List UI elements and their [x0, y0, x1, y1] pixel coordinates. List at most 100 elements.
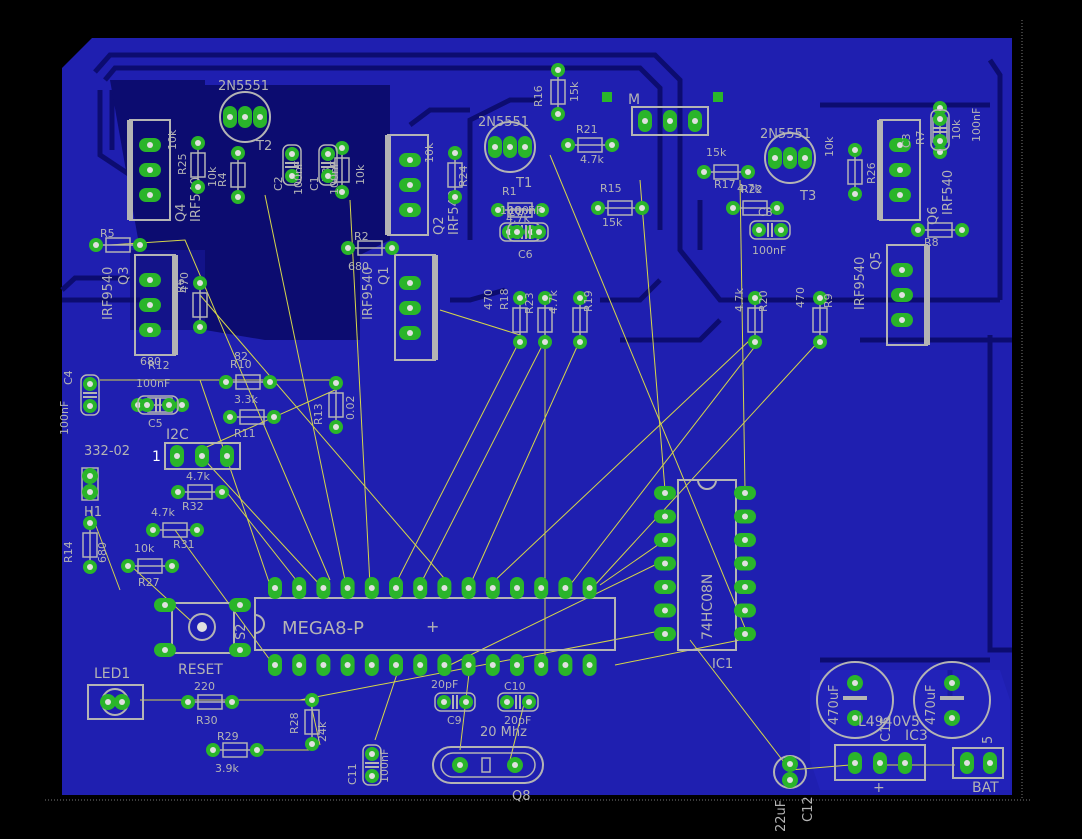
transistor-t2[interactable]: 2N5551 T2 [218, 79, 272, 154]
resistor-r5[interactable]: R5 [89, 227, 147, 253]
ic1-pin [734, 509, 756, 524]
mosfet-q1[interactable]: Q1 IRF9540 [361, 254, 438, 361]
resistor-name: R22 [741, 183, 763, 196]
crystal-q8[interactable]: 20 Mhz Q8 [432, 725, 544, 804]
mosfet-q5[interactable]: Q5 IRF9540 [853, 244, 930, 346]
led-label: LED1 [94, 666, 130, 682]
q5-value: IRF9540 [853, 257, 868, 310]
resistor-value: 10k [823, 136, 836, 157]
resistor-name: R31 [173, 538, 195, 551]
mcu-pin [413, 654, 428, 676]
resistor-value: 10k [206, 166, 219, 187]
mcu-pin [316, 577, 331, 599]
capacitor-value: 100nF [136, 377, 170, 390]
regulator-ic3[interactable]: + L4940V5 IC3 [834, 714, 928, 796]
resistor-value: 3.3k [234, 393, 258, 406]
resistor-name: R19 [582, 290, 595, 312]
connector-i2c[interactable]: I2C 1 [152, 427, 241, 470]
c12-name: C12 [801, 796, 816, 822]
mcu-pin [582, 577, 597, 599]
connector-motor[interactable]: M [602, 92, 723, 136]
capacitor-name: C3 [900, 133, 913, 148]
q5-name: Q5 [869, 251, 884, 270]
capacitor-value: 100nF [970, 108, 983, 142]
resistor-value: 0.02 [344, 396, 357, 421]
transistor-t1[interactable]: 2N5551 T1 [478, 115, 536, 191]
capacitor-c15[interactable]: 470uF C15 [816, 661, 894, 742]
capacitor-c12[interactable]: 22uF C12 [773, 755, 816, 832]
t3-value: 2N5551 [760, 127, 811, 142]
i2c-label: I2C [166, 427, 189, 443]
q6-name: Q6 [926, 206, 941, 225]
c16-value: 470uF [924, 684, 939, 725]
mosfet-q6[interactable]: Q6 IRF540 [877, 119, 956, 225]
mcu-pin [437, 577, 452, 599]
mcu-pin [389, 577, 403, 599]
led1[interactable]: LED1 [87, 666, 144, 720]
mcu-mega8[interactable]: MEGA8-P + [254, 577, 616, 676]
airwires [89, 154, 955, 771]
resistor-r1[interactable]: R14.7k [491, 185, 549, 225]
capacitor-c10[interactable]: C10 20pF [497, 680, 539, 727]
capacitor-c3[interactable]: C3 100nF [900, 108, 983, 151]
reset-switch[interactable]: RESET S2 [154, 598, 251, 678]
resistor-r8[interactable]: R8 [911, 222, 969, 249]
mcu-pin [268, 654, 282, 676]
mcu-pin [510, 577, 524, 599]
mcu-pin [510, 654, 524, 676]
resistor-r19[interactable]: R19 [572, 290, 595, 349]
capacitor-name: C10 [504, 680, 526, 693]
mcu-pin [413, 577, 428, 599]
mosfet-q3[interactable]: Q3 IRF9540 [101, 254, 178, 356]
connector-bat[interactable]: BAT 5 [952, 736, 1004, 796]
capacitor-name: C6 [518, 248, 533, 261]
capacitor-name: C9 [447, 714, 462, 727]
resistor-value: 4.7k [506, 212, 530, 225]
hall-sensor[interactable]: 332-02 H1 [81, 444, 130, 520]
resistor-r31[interactable]: R31 4.7k [146, 506, 204, 551]
capacitor-value: 100nF [292, 161, 305, 195]
ic1-74hc08n[interactable]: 74HC08N IC1 [654, 479, 756, 672]
transistor-t3[interactable]: 2N5551 T3 [760, 127, 816, 204]
ic1-pin [654, 509, 676, 524]
resistor-value: 4.7k [151, 506, 175, 519]
capacitor-c16[interactable]: 470uF [913, 661, 991, 739]
capacitor-value: 100nF [378, 749, 391, 783]
ic1-pin [734, 556, 756, 571]
i2c-pin1: 1 [152, 449, 161, 465]
capacitor-value: 20pF [504, 714, 531, 727]
capacitor-value: 100nF [500, 204, 534, 217]
